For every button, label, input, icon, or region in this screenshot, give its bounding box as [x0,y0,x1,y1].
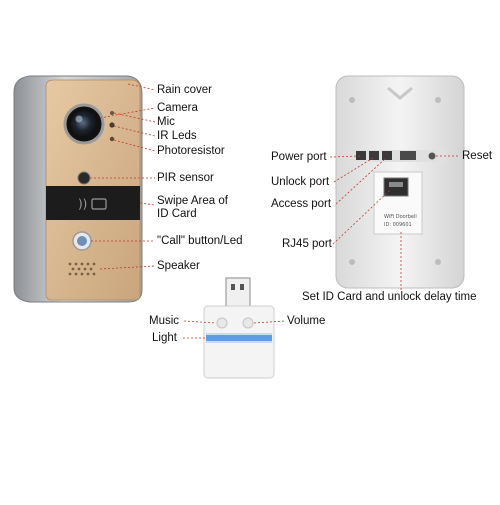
label-ir-leds: IR Leds [157,130,197,142]
label-music: Music [149,315,180,327]
camera-lens [71,111,97,137]
sticker-line1: WiFi Doorbell [384,214,417,220]
call-button [77,236,87,246]
screw-hole [349,97,355,103]
rfid-symbol: )) [78,197,87,211]
label-photoresistor: Photoresistor [157,145,225,157]
chime-leader-lines [183,320,286,339]
access-port-connector [382,151,392,160]
label-mic: Mic [157,116,175,128]
ir-led [109,122,115,128]
swipe-card-band [46,186,140,220]
card-symbol [91,198,107,210]
label-call-button: "Call" button/Led [157,235,243,247]
label-unlock-port: Unlock port [271,176,330,188]
label-access-port: Access port [271,198,332,210]
top-notch [387,86,413,100]
unlock-port-connector [369,151,379,160]
label-set-id-card: Set ID Card and unlock delay time [302,291,477,303]
mic-hole [110,111,114,115]
chime-light-band [206,335,272,341]
doorbell-front: )) [13,75,143,303]
photoresistor-dot [109,136,115,142]
music-button [216,317,228,329]
label-swipe-area-line1: Swipe Area of [157,195,228,207]
label-rain-cover: Rain cover [157,84,212,96]
power-port-connector [356,151,366,160]
screw-hole [349,259,355,265]
usb-plug-pin [231,284,235,290]
chime [203,277,275,379]
usb-plug-pin [240,284,244,290]
screw-hole [435,97,441,103]
label-camera: Camera [157,102,198,114]
lens-glint [75,115,83,123]
label-reset: Reset [462,150,493,162]
label-volume: Volume [287,315,326,327]
back-panel-leader-lines [329,155,460,290]
speaker-grille [68,262,96,276]
label-power-port: Power port [271,151,327,163]
label-light: Light [152,332,177,344]
sticker-line2: ID: 009601 [384,222,412,228]
pir-sensor [77,171,91,185]
usb-plug [225,277,251,307]
label-swipe-area-line2: ID Card [157,208,197,220]
doorbell-leader-lines [90,83,156,270]
reset-button [428,152,436,160]
back-panel: WiFi Doorbell ID: 009601 [335,75,465,289]
spare-connector [400,151,416,160]
chime-light-glow [206,333,272,343]
screw-hole [435,259,441,265]
volume-button [242,317,254,329]
label-speaker: Speaker [157,260,200,272]
rj45-contacts [389,182,403,187]
label-rj45-port: RJ45 port [282,238,332,250]
label-pir-sensor: PIR sensor [157,172,214,184]
